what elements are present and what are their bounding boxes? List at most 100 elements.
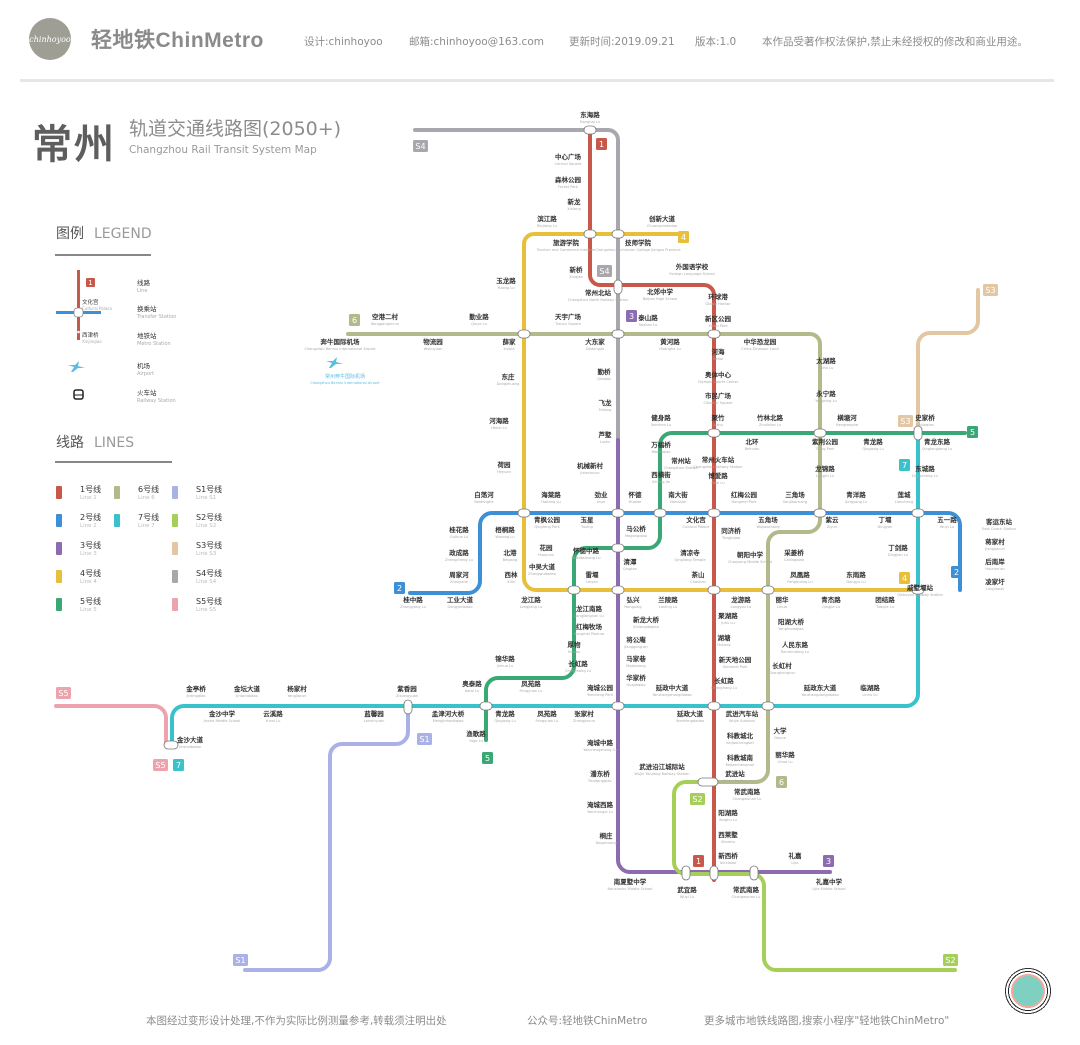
qr-code[interactable] <box>1000 963 1056 1019</box>
